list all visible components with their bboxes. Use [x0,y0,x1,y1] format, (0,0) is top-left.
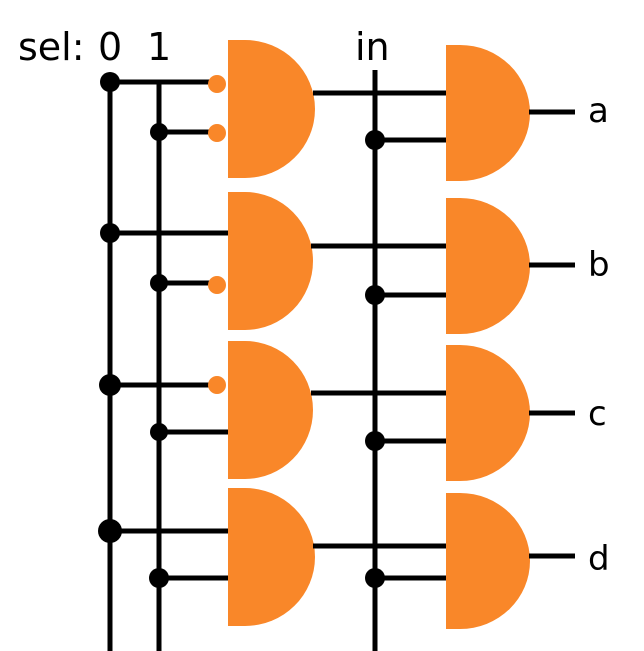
and-gate-c2 [446,345,530,481]
junction-a-sel1 [150,123,168,141]
and-gate-b1 [228,192,313,330]
sel0-label: 0 [98,25,122,69]
invert-bubble-b-sel1 [208,276,226,294]
and-gate-a1 [228,40,315,178]
junction-d-sel1 [149,568,169,588]
output-label-d: d [588,539,610,579]
junction-b-sel1 [150,274,168,292]
junction-d-in [365,568,385,588]
invert-bubble-c-sel0 [208,376,226,394]
output-label-b: b [588,245,610,285]
row-a [100,40,575,181]
junction-d-sel0 [98,519,122,543]
junction-c-in [365,431,385,451]
and-gate-a2 [446,45,530,181]
sel-label: sel: [18,25,85,69]
junction-b-sel0 [100,223,120,243]
junction-c-sel1 [150,423,168,441]
in-label: in [355,25,390,69]
invert-bubble-a-sel1 [208,124,226,142]
output-label-c: c [588,394,607,434]
row-b [100,192,575,334]
sel1-label: 1 [147,25,171,69]
junction-c-sel0 [99,374,121,396]
row-c [99,341,575,481]
junction-a-in [365,130,385,150]
and-gate-b2 [446,198,530,334]
and-gate-d2 [446,493,530,629]
and-gate-c1 [228,341,313,479]
junction-a-sel0 [100,72,120,92]
row-d [98,488,575,629]
output-label-a: a [588,91,609,131]
invert-bubble-a-sel0 [208,75,226,93]
and-gate-d1 [228,488,315,626]
junction-b-in [365,285,385,305]
